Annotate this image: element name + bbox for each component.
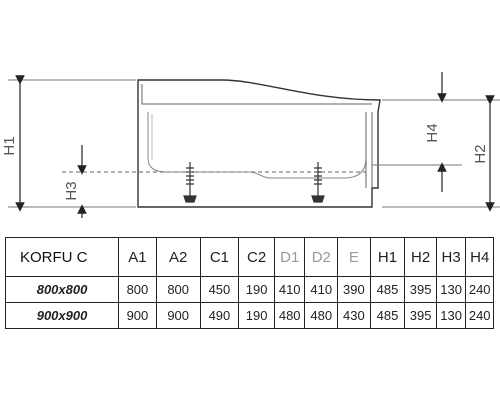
- table-cell: 900: [118, 302, 157, 329]
- dimension-h4-label: H4: [424, 123, 441, 142]
- table-cell: 240: [465, 276, 494, 303]
- table-cell: 485: [369, 302, 406, 329]
- table-cell: 900: [155, 302, 201, 329]
- table-cell: 480: [304, 302, 339, 329]
- table-cell: 395: [404, 276, 437, 303]
- table-cell: 410: [304, 276, 339, 303]
- column-header: H4: [465, 237, 494, 277]
- dimension-h4: H4: [424, 72, 447, 192]
- table-cell: 485: [369, 276, 406, 303]
- table-cell: 410: [273, 276, 306, 303]
- tub-rim-inner: [141, 84, 372, 105]
- table-cell: 390: [337, 276, 371, 303]
- column-header: H1: [369, 237, 406, 277]
- dimension-h3-label: H3: [63, 181, 80, 200]
- column-header: D2: [304, 237, 339, 277]
- dimension-h1-label: H1: [1, 136, 18, 155]
- bathtub-side-diagram: H1 H3 H4 H2: [1, 72, 500, 218]
- column-header: D1: [273, 237, 306, 277]
- column-header: A2: [155, 237, 201, 277]
- table-cell: 130: [435, 302, 467, 329]
- table-cell: 240: [465, 302, 494, 329]
- tub-leg-right: [311, 162, 325, 203]
- table-cell: 430: [337, 302, 371, 329]
- dimension-h3: H3: [63, 145, 87, 218]
- table-cell: 450: [199, 276, 240, 303]
- tub-leg-left: [183, 162, 197, 203]
- dimension-h2-label: H2: [472, 144, 489, 163]
- column-header: E: [337, 237, 371, 277]
- row-size-label: 900x900: [4, 302, 120, 329]
- column-header: C1: [199, 237, 240, 277]
- table-cell: 190: [238, 276, 275, 303]
- column-header: A1: [118, 237, 157, 277]
- table-cell: 190: [238, 302, 275, 329]
- table-cell: 130: [435, 276, 467, 303]
- table-cell: 395: [404, 302, 437, 329]
- column-header: H3: [435, 237, 467, 277]
- model-name: KORFU C: [4, 237, 120, 277]
- row-size-label: 800x800: [4, 276, 120, 303]
- table-cell: 800: [155, 276, 201, 303]
- tub-basin: [147, 112, 367, 179]
- table-cell: 480: [273, 302, 306, 329]
- tub-outline: [137, 79, 381, 208]
- dimension-h1: H1: [1, 75, 25, 212]
- column-header: C2: [238, 237, 275, 277]
- table-cell: 490: [199, 302, 240, 329]
- table-cell: 800: [118, 276, 157, 303]
- dimension-h2: H2: [472, 95, 495, 212]
- column-header: H2: [404, 237, 437, 277]
